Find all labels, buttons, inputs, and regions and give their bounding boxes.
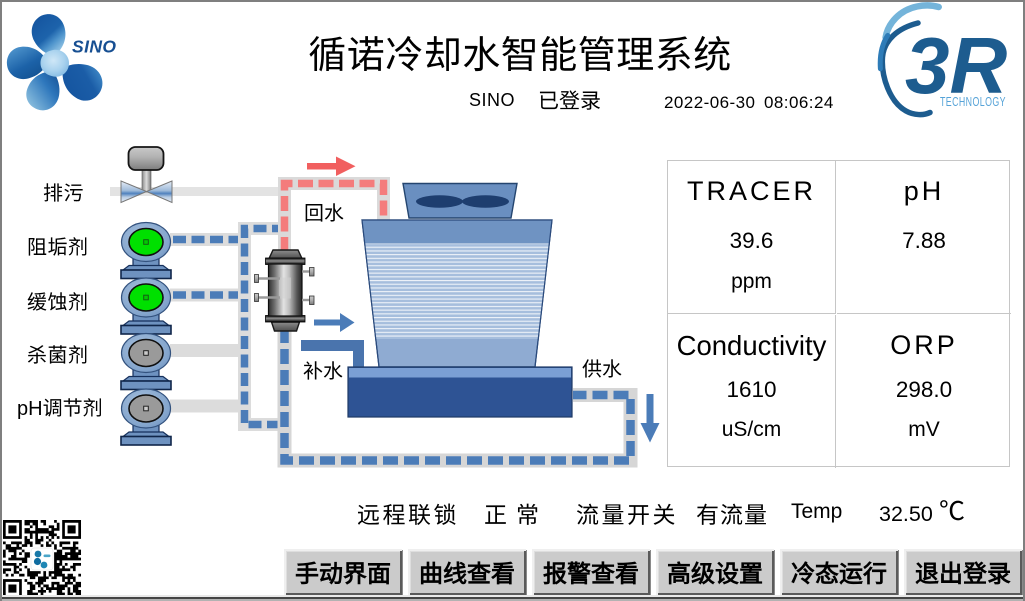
pump-label-ph-regulator: pH调节剂 <box>17 392 103 421</box>
ph-value: 7.88 <box>902 228 946 253</box>
dosing-manifold-dash <box>240 224 285 429</box>
makeup-flow-arrow <box>314 313 355 332</box>
window-border-right <box>1023 0 1025 601</box>
panel-cell-tracer: TRACER 39.6 ppm <box>668 161 836 314</box>
return-pipe-dash <box>280 179 388 252</box>
dosing-pump-corrosion-inhibitor <box>120 277 172 335</box>
window-border-left <box>0 0 2 601</box>
r3-logo-text: 3R <box>905 21 1007 110</box>
orp-unit: mV <box>908 418 940 441</box>
qr-code <box>2 519 82 599</box>
window-border-top <box>0 0 1025 2</box>
tower-fan-blades <box>416 195 509 208</box>
conductivity-value: 1610 <box>726 377 777 402</box>
ph-name: pH <box>903 176 945 206</box>
curve-view-button[interactable]: 曲线查看 <box>408 549 526 595</box>
r3-technology-logo: 3R TECHNOLOGY <box>877 2 1007 118</box>
return-flow-arrow <box>307 156 356 176</box>
login-date: 2022-06-30 <box>664 88 756 113</box>
pump-label-biocide: 杀菌剂 <box>27 338 89 368</box>
login-datetime: 2022-06-30 08:06:24 <box>664 88 833 113</box>
bottom-strip <box>0 595 1025 601</box>
blowdown-valve <box>120 146 173 204</box>
tracer-unit: ppm <box>731 270 772 293</box>
conductivity-unit: uS/cm <box>721 418 782 441</box>
makeup-pipe <box>301 340 364 367</box>
panel-cell-orp: ORP 298.0 mV <box>837 315 1011 468</box>
measurements-panel: TRACER 39.6 ppm pH 7.88 Conductivity 161… <box>667 160 1011 468</box>
return-water-label: 回水 <box>304 197 344 226</box>
remote-interlock-label: 远程联锁 <box>357 496 459 530</box>
blowdown-label: 排污 <box>43 176 84 206</box>
dosing-pump-biocide <box>120 332 172 391</box>
panel-cell-ph: pH 7.88 <box>837 161 1011 314</box>
supply-water-label: 供水 <box>582 352 622 382</box>
supply-flow-arrow <box>640 394 660 443</box>
temp-label: Temp <box>791 500 843 523</box>
login-time: 08:06:24 <box>764 88 834 113</box>
alarm-view-button[interactable]: 报警查看 <box>532 549 650 595</box>
tracer-name: TRACER <box>686 176 816 206</box>
login-user: SINO <box>469 86 516 112</box>
flow-switch-label: 流量开关 <box>576 496 678 530</box>
tower-basin <box>347 366 573 418</box>
temp-value: 32.50 <box>879 502 933 526</box>
vessel-nozzles <box>254 267 315 305</box>
makeup-water-label: 补水 <box>303 355 343 384</box>
flow-switch-value: 有流量 <box>696 496 768 530</box>
page-title: 循诺冷却水智能管理系统 <box>308 24 732 79</box>
sino-logo-petals <box>6 14 103 111</box>
cooling-loop-pipe-dash <box>280 328 635 465</box>
r3-logo-swooshes <box>877 2 942 118</box>
dosing-pump-scale-inhibitor <box>120 221 172 280</box>
pump-label-scale-inhibitor: 阻垢剂 <box>27 230 89 260</box>
r3-logo-subtext: TECHNOLOGY <box>940 95 1006 109</box>
dosing-pump-ph-regulator <box>120 388 172 446</box>
manual-screen-button[interactable]: 手动界面 <box>284 549 402 595</box>
button-bar: 手动界面 曲线查看 报警查看 高级设置 冷态运行 退出登录 <box>284 549 1022 595</box>
sino-logo-center <box>40 49 69 77</box>
login-status: 已登录 <box>538 84 601 115</box>
orp-value: 298.0 <box>895 377 953 402</box>
logout-button[interactable]: 退出登录 <box>904 549 1022 595</box>
qr-center-logo <box>30 547 54 571</box>
dosing-lines-dash <box>173 235 248 299</box>
temp-unit: ℃ <box>939 491 966 528</box>
cold-run-button[interactable]: 冷态运行 <box>780 549 898 595</box>
sino-logo: SINO <box>6 14 116 111</box>
tracer-value: 39.6 <box>729 228 774 253</box>
pump-label-corrosion-inhibitor: 缓蚀剂 <box>27 285 89 315</box>
cooling-tower <box>347 182 573 418</box>
sino-logo-text: SINO <box>72 37 116 57</box>
orp-name: ORP <box>890 330 958 360</box>
panel-cell-conductivity: Conductivity 1610 uS/cm <box>668 315 836 468</box>
remote-interlock-value: 正常 <box>484 496 548 530</box>
filter-vessel <box>254 249 315 332</box>
advanced-settings-button[interactable]: 高级设置 <box>656 549 774 595</box>
conductivity-name: Conductivity <box>676 330 827 361</box>
